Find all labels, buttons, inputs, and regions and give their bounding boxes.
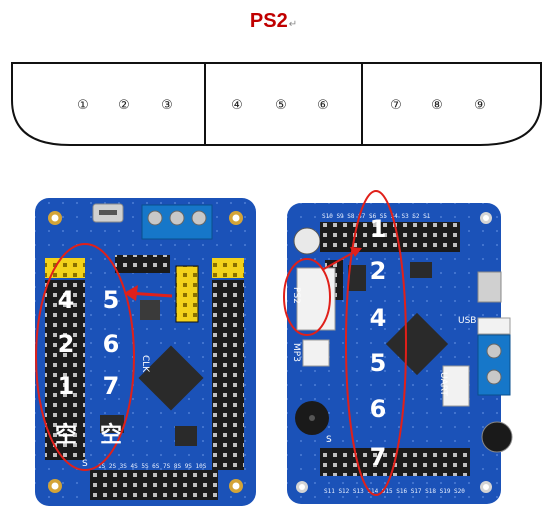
pin-number-9: ⑨ bbox=[474, 98, 486, 113]
left-yellow-header-c bbox=[212, 258, 244, 278]
left-label-6: 6 bbox=[103, 330, 120, 358]
right-silk-bottom-row: S11 S12 S13 S14 S15 S16 S17 S18 S19 S20 bbox=[324, 488, 465, 495]
pin-number-7: ⑦ bbox=[390, 98, 402, 113]
left-silk-clk: CLK bbox=[140, 355, 150, 373]
right-label-5: 5 bbox=[370, 349, 387, 377]
right-silk-s: S bbox=[326, 435, 332, 445]
pin-number-4: ④ bbox=[231, 98, 243, 113]
left-ps2-header bbox=[115, 255, 170, 273]
right-silk-uart: UART bbox=[438, 372, 448, 396]
pin-number-5: ⑤ bbox=[275, 98, 287, 113]
pin-number-3: ③ bbox=[161, 98, 173, 113]
left-yellow-header-b bbox=[176, 266, 198, 322]
left-small-chip-2 bbox=[175, 426, 197, 446]
right-label-4: 4 bbox=[370, 304, 387, 332]
pin-number-6: ⑥ bbox=[317, 98, 329, 113]
right-label-2: 2 bbox=[370, 257, 387, 285]
right-servo-pins-top bbox=[320, 222, 460, 252]
pin-number-2: ② bbox=[118, 98, 130, 113]
left-label-empty-2: 空 bbox=[100, 422, 122, 448]
right-label-1: 1 bbox=[370, 215, 387, 243]
right-label-7: 7 bbox=[370, 443, 387, 471]
left-label-1: 1 bbox=[58, 372, 75, 400]
pin-number-1: ① bbox=[77, 98, 89, 113]
left-label-5: 5 bbox=[103, 286, 120, 314]
left-servo-pins-bottom bbox=[90, 470, 218, 500]
right-silk-usb: USB bbox=[458, 316, 476, 326]
left-label-7: 7 bbox=[103, 372, 120, 400]
right-servo-board: S10 S9 S8 S7 S6 S5 S4 S3 S2 S1 S11 S12 S… bbox=[284, 191, 512, 504]
right-silk-mp3: MP3 bbox=[291, 343, 301, 362]
left-servo-board: 1S 2S 3S 4S 5S 6S 7S 8S 9S 10S CLK S 4 5… bbox=[35, 198, 256, 506]
left-label-empty-1: 空 bbox=[55, 422, 77, 448]
right-label-6: 6 bbox=[370, 395, 387, 423]
left-silk-s: S bbox=[82, 459, 88, 469]
left-silk-bottom-row: 1S 2S 3S 4S 5S 6S 7S 8S 9S 10S bbox=[98, 463, 207, 470]
left-label-2: 2 bbox=[58, 330, 75, 358]
right-capacitor-top bbox=[294, 228, 320, 254]
pin-number-8: ⑧ bbox=[431, 98, 443, 113]
left-label-4: 4 bbox=[58, 286, 75, 314]
right-capacitor-bottom bbox=[482, 422, 512, 452]
right-usb-connector bbox=[478, 272, 501, 302]
right-mp3-socket bbox=[303, 340, 329, 366]
ps2-connector-diagram: ① ② ③ ④ ⑤ ⑥ ⑦ ⑧ ⑨ bbox=[12, 63, 541, 145]
left-servo-pins-right bbox=[212, 280, 244, 470]
right-silk-ps2: PS2 bbox=[291, 287, 301, 304]
